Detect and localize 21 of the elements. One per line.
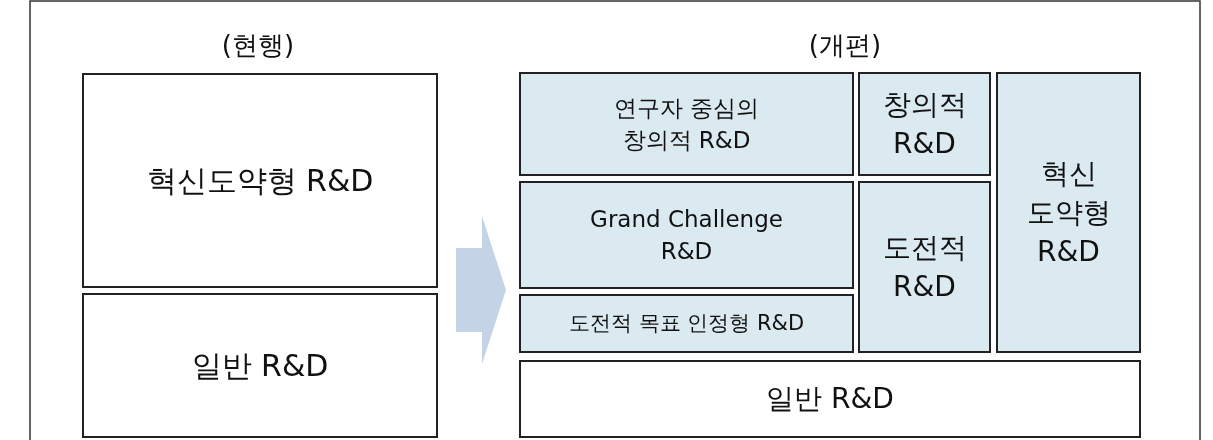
box-label: 연구자 중심의 창의적 R&D [612,93,761,155]
category-box [858,181,991,353]
box-label: Grand Challenge R&D [589,204,784,266]
category-box [519,360,1141,438]
box-label: 일반 R&D [766,381,894,418]
category-box [858,72,991,176]
category-box [519,181,854,289]
category-box [82,293,438,438]
category-box [996,72,1141,353]
box-label: 창의적 R&D [881,86,968,162]
category-box [519,294,854,353]
box-label: 혁신도약형 R&D [146,161,374,200]
category-box [82,73,438,288]
column-heading: (현행) [221,29,295,62]
box-label: 혁신 도약형 R&D [1025,155,1112,271]
box-label: 도전적 목표 인정형 R&D [568,309,805,337]
column-heading: (개편) [808,29,882,62]
box-label: 일반 R&D [191,346,329,385]
box-label: 도전적 R&D [881,229,968,305]
category-box [519,72,854,176]
block-arrow [456,216,506,364]
